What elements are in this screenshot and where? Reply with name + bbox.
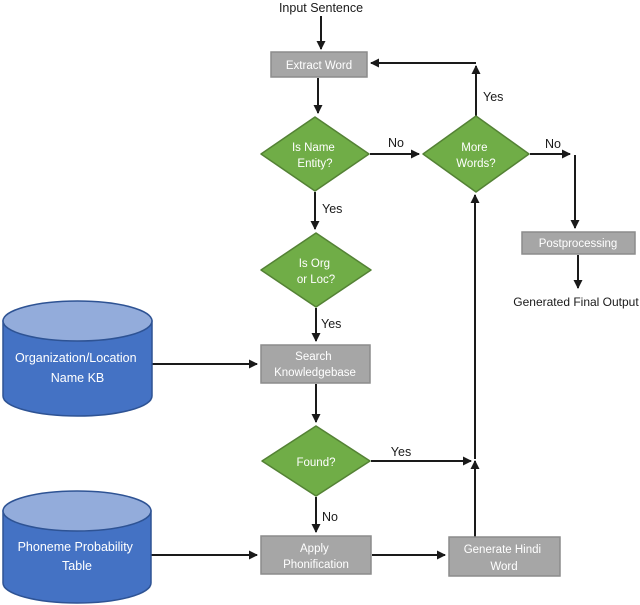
edge-label-more-words-yes: Yes — [483, 90, 503, 104]
is-org-or-loc-diamond — [260, 232, 372, 308]
is-org-or-loc-label: Is Org or Loc? — [297, 258, 335, 286]
phoneme-table-label: Phoneme Probability Table — [18, 540, 137, 573]
process-generate-hindi-word: Generate Hindi Word — [448, 536, 561, 577]
phoneme-table-top — [2, 490, 152, 532]
process-postprocessing: Postprocessing — [521, 231, 636, 255]
edge-label-name-entity-yes: Yes — [322, 202, 342, 216]
decision-is-org-or-loc: Is Org or Loc? — [260, 232, 372, 308]
is-name-entity-label: Is Name Entity? — [292, 142, 338, 170]
process-search-knowledgebase: Search Knowledgebase — [260, 344, 371, 384]
connectors — [151, 16, 583, 560]
generate-hindi-word-box — [448, 536, 561, 577]
edge-label-found-no: No — [322, 510, 338, 524]
org-location-kb-body — [2, 320, 153, 417]
edge-labels: No Yes Yes Yes No Yes No — [321, 90, 561, 524]
generated-final-output-label: Generated Final Output — [513, 295, 639, 309]
edge-label-orgloc-yes: Yes — [321, 317, 341, 331]
org-location-kb-label: Organization/Location Name KB — [15, 351, 140, 385]
more-words-diamond — [422, 115, 530, 193]
found-label: Found? — [296, 457, 335, 469]
process-extract-word: Extract Word — [270, 51, 368, 78]
is-name-entity-diamond — [260, 116, 370, 192]
input-sentence-label: Input Sentence — [279, 1, 363, 15]
search-knowledgebase-label: Search Knowledgebase — [274, 351, 356, 379]
phoneme-table-body — [2, 510, 152, 604]
decision-more-words: More Words? — [422, 115, 530, 193]
more-words-label: More Words? — [456, 142, 495, 170]
extract-word-label: Extract Word — [286, 60, 352, 72]
decision-is-name-entity: Is Name Entity? — [260, 116, 370, 192]
apply-phonification-label: Apply Phonification — [283, 543, 349, 571]
found-diamond — [261, 425, 371, 497]
database-org-location-kb: Organization/Location Name KB — [2, 300, 153, 417]
search-knowledgebase-box — [260, 344, 371, 384]
edge-label-name-entity-no: No — [388, 136, 404, 150]
extract-word-box — [270, 51, 368, 78]
apply-phonification-box — [260, 535, 372, 575]
edge-label-found-yes: Yes — [391, 445, 411, 459]
postprocessing-label: Postprocessing — [539, 238, 618, 250]
generate-hindi-word-label: Generate Hindi Word — [464, 544, 545, 573]
database-phoneme-table: Phoneme Probability Table — [2, 490, 152, 604]
org-location-kb-top — [2, 300, 153, 342]
edge-label-more-words-no: No — [545, 137, 561, 151]
process-apply-phonification: Apply Phonification — [260, 535, 372, 575]
postprocessing-box — [521, 231, 636, 255]
decision-found: Found? — [261, 425, 371, 497]
